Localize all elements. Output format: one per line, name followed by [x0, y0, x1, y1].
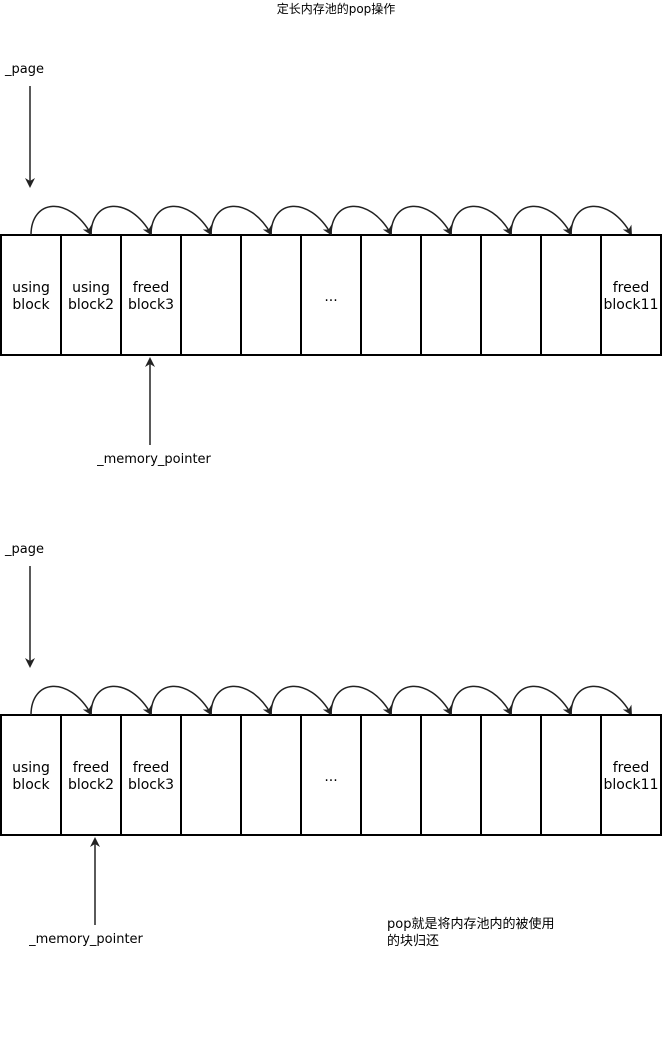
block-cell-8	[420, 234, 482, 356]
link-arrow-3	[150, 685, 212, 716]
link-arrow-5	[270, 685, 332, 716]
block-cell-11	[600, 234, 662, 356]
page-label: _page	[4, 542, 44, 557]
link-arrow-4	[210, 685, 272, 716]
block-cell-3-line-2: block3	[128, 777, 174, 793]
link-arrow-6	[330, 685, 392, 716]
memory-pointer-label: _memory_pointer	[28, 932, 143, 947]
link-arrow-7	[390, 205, 452, 236]
link-arrow-9	[510, 685, 572, 716]
block-cell-8	[420, 714, 482, 836]
block-cell-1-line-1: using	[12, 760, 50, 776]
link-arrow-8	[450, 685, 512, 716]
block-cell-5	[240, 234, 302, 356]
block-cell-11-line-1: freed	[613, 280, 650, 296]
diagram-title: 定长内存池的pop操作	[277, 1, 396, 16]
block-cell-11-line-2: block11	[604, 777, 659, 793]
link-arrow-2	[90, 685, 152, 716]
block-cell-4	[180, 234, 242, 356]
block-cell-4	[180, 714, 242, 836]
link-arrow-1	[30, 685, 92, 716]
link-arrow-5	[270, 205, 332, 236]
block-cell-2-line-2: block2	[68, 777, 114, 793]
link-arrow-1	[30, 205, 92, 236]
link-arrow-7	[390, 685, 452, 716]
block-cell-7	[360, 234, 422, 356]
block-cell-10	[540, 714, 602, 836]
link-arrow-6	[330, 205, 392, 236]
block-cell-1-line-2: block	[12, 297, 50, 313]
link-arrow-3	[150, 205, 212, 236]
link-arrow-9	[510, 205, 572, 236]
link-arrow-10	[570, 205, 632, 236]
link-arrow-8	[450, 205, 512, 236]
block-cell-1-line-1: using	[12, 280, 50, 296]
block-cell-3-line-1: freed	[133, 760, 170, 776]
page-label: _page	[4, 62, 44, 77]
note-line-2: 的块归还	[387, 933, 439, 949]
diagram-after-pop: _pageusingblockfreedblock2freedblock3...…	[0, 542, 662, 947]
note: pop就是将内存池内的被使用 的块归还	[387, 916, 554, 949]
link-arrow-10	[570, 685, 632, 716]
memory-pointer-label: _memory_pointer	[96, 452, 211, 467]
block-cell-3-line-1: freed	[133, 280, 170, 296]
block-cell-6-ellipsis: ...	[324, 769, 337, 785]
block-cell-11-line-1: freed	[613, 760, 650, 776]
link-arrow-4	[210, 205, 272, 236]
block-cell-1-line-2: block	[12, 777, 50, 793]
block-cell-6-ellipsis: ...	[324, 289, 337, 305]
block-cell-11	[600, 714, 662, 836]
note-line-1: pop就是将内存池内的被使用	[387, 916, 554, 932]
block-cell-3-line-2: block3	[128, 297, 174, 313]
block-cell-9	[480, 714, 542, 836]
block-cell-2-line-2: block2	[68, 297, 114, 313]
block-cell-7	[360, 714, 422, 836]
block-cell-9	[480, 234, 542, 356]
block-cell-5	[240, 714, 302, 836]
block-cell-10	[540, 234, 602, 356]
link-arrow-2	[90, 205, 152, 236]
block-cell-11-line-2: block11	[604, 297, 659, 313]
block-cell-2-line-1: freed	[73, 760, 110, 776]
block-cell-2-line-1: using	[72, 280, 110, 296]
diagram-before-pop: _pageusingblockusingblock2freedblock3...…	[0, 62, 662, 467]
